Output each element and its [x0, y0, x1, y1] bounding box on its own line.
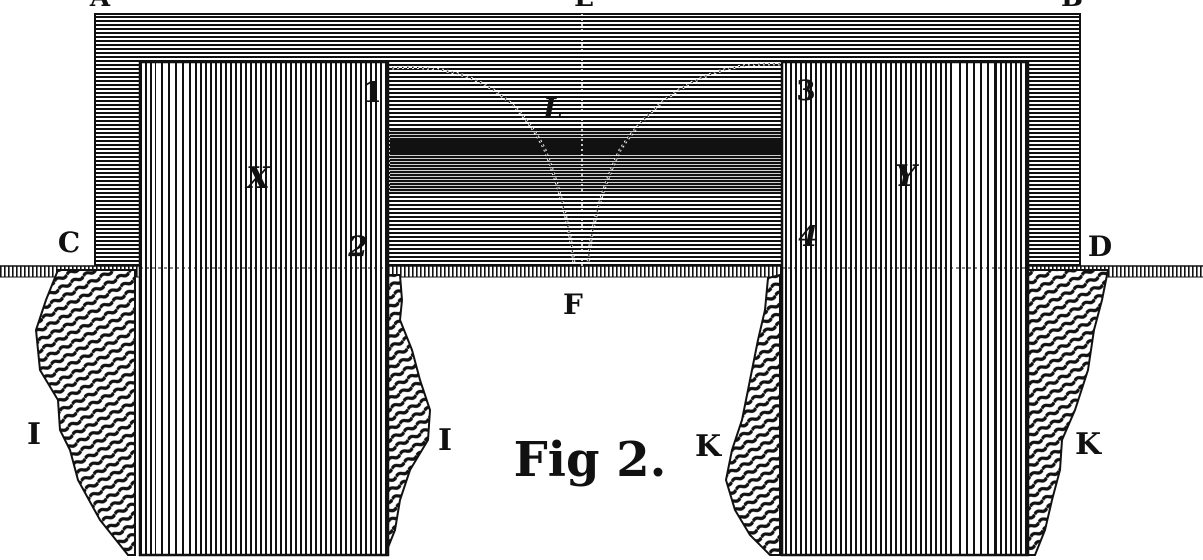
label-top-right: B — [1061, 0, 1083, 13]
label-x: X — [244, 161, 271, 196]
rock-mass-i-left-inner — [384, 274, 432, 556]
label-4: 4 — [798, 220, 817, 253]
rock-mass-k-left — [724, 273, 781, 556]
label-k-left: K — [695, 429, 722, 464]
label-l: L — [542, 92, 563, 125]
label-1: 1 — [362, 76, 381, 109]
pier-x — [138, 60, 390, 557]
dark-stratum — [390, 130, 782, 192]
label-d: D — [1088, 230, 1112, 263]
figure-caption: Fig 2. — [514, 432, 667, 488]
label-f: F — [563, 288, 583, 321]
label-k-right: K — [1075, 427, 1102, 462]
label-3: 3 — [796, 74, 815, 107]
label-top-center: E — [574, 0, 594, 13]
label-i-right: I — [438, 423, 452, 458]
pier-y — [780, 60, 1030, 557]
label-top-left: A — [89, 0, 111, 13]
label-y: Y — [895, 159, 919, 194]
label-c: C — [58, 226, 80, 259]
label-2: 2 — [347, 230, 367, 263]
rock-mass-k-right — [1027, 269, 1110, 556]
rock-mass-i-left-outer — [34, 269, 136, 556]
label-i-left: I — [27, 417, 41, 452]
